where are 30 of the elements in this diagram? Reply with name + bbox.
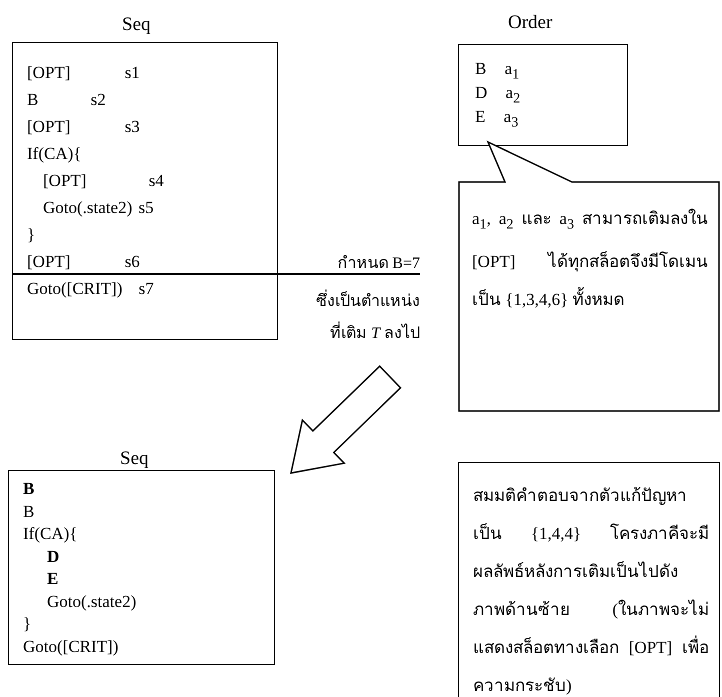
code-line: E a$_{3}$ <box>475 107 518 132</box>
code-line: If(CA){ <box>27 144 82 164</box>
leader-line <box>12 273 420 275</box>
code-line: } <box>23 614 32 634</box>
code-line: B s2 <box>27 90 106 110</box>
block-arrow <box>290 365 402 474</box>
code-line: B <box>23 479 34 499</box>
code-line: Goto(.state2) s5 <box>43 198 154 218</box>
note-text: ซึ่งเป็นตำแหน่ง <box>316 290 420 314</box>
code-line: D a$_{2}$ <box>475 83 520 108</box>
code-line: [OPT] s3 <box>27 117 140 137</box>
note-text: ที่เติม T ลงไป <box>330 322 420 346</box>
code-line: B a$_{1}$ <box>475 59 520 84</box>
code-line: [OPT] s1 <box>27 63 140 83</box>
box-title: Seq <box>122 14 150 36</box>
code-line: [OPT] s4 <box>43 171 164 191</box>
code-line: B <box>23 502 34 522</box>
code-line: } <box>27 225 36 245</box>
code-line: E <box>47 569 58 589</box>
bubble-text: a$_{1}$, a$_{2}$ และ a$_{3}$ สามารถเติมลงใน [OPT] ได้ทุกสล็อตจึงมีโดเมนเป็น {1,3,4,6} ทั้งหมด <box>472 208 708 312</box>
code-line: If(CA){ <box>23 524 78 544</box>
code-line: Goto(.state2) <box>47 592 136 612</box>
code-line: [OPT] s6 <box>27 252 140 272</box>
note-text: สมมติคำตอบจากตัวแก้ปัญหาเป็น {1,4,4} โครงภาคีจะมีผลลัพธ์หลังการเติมเป็นไปดังภาพด้านซ้าย (ในภาพจะไม่แสดงสล็อตทางเลือก [OPT] เพื่อความกระชับ) <box>473 485 709 697</box>
code-line: Goto([CRIT]) <box>23 636 118 656</box>
box-title: Order <box>508 12 552 34</box>
code-line: Goto([CRIT]) s7 <box>27 279 154 299</box>
note-text: กำหนด B=7 <box>337 254 420 274</box>
box-title: Seq <box>120 448 148 470</box>
code-line: D <box>47 546 60 566</box>
